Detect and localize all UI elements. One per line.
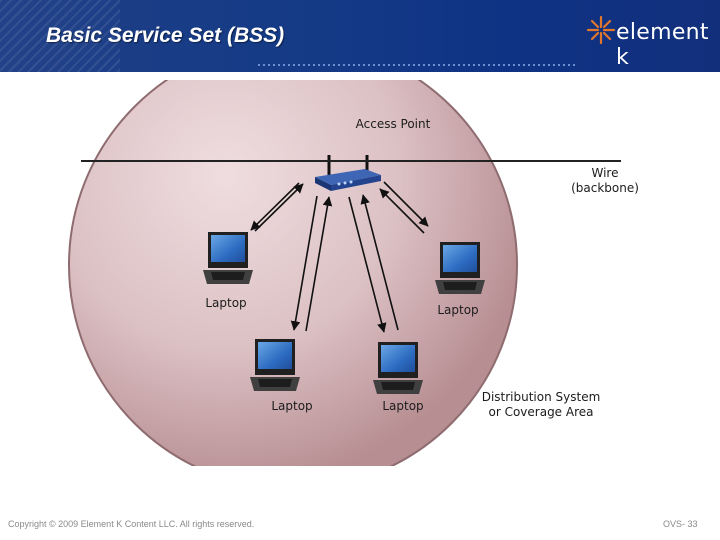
slide-title: Basic Service Set (BSS) [46, 24, 285, 47]
element-k-star-icon [586, 15, 616, 45]
coverage-area-label-line2: or Coverage Area [488, 405, 594, 419]
header-dotted-rule [258, 64, 578, 66]
slide-number: OVS- 33 [663, 519, 698, 529]
laptop-label-right: Laptop [437, 303, 479, 317]
laptop-icon [373, 342, 423, 394]
coverage-area-label: Distribution System or Coverage Area [475, 390, 607, 420]
wire-label: Wire (backbone) [567, 166, 643, 196]
wire-label-line1: Wire [591, 166, 619, 180]
wire-label-line2: (backbone) [571, 181, 639, 195]
element-k-logo-text: element k [616, 20, 709, 70]
laptop-label-bottom-right: Laptop [382, 399, 424, 413]
laptop-label-bottom-left: Laptop [271, 399, 313, 413]
slide-header: Basic Service Set (BSS) element k [0, 0, 720, 72]
access-point-icon [315, 155, 381, 191]
laptop-icon [203, 232, 253, 284]
access-point-label: Access Point [355, 117, 431, 131]
coverage-area-label-line1: Distribution System [481, 390, 601, 404]
header-texture [0, 0, 120, 72]
copyright-text: Copyright © 2009 Element K Content LLC. … [8, 519, 255, 529]
laptop-icon [435, 242, 485, 294]
laptop-label-left: Laptop [205, 296, 247, 310]
laptop-icon [250, 339, 300, 391]
backbone-wire [81, 160, 621, 162]
